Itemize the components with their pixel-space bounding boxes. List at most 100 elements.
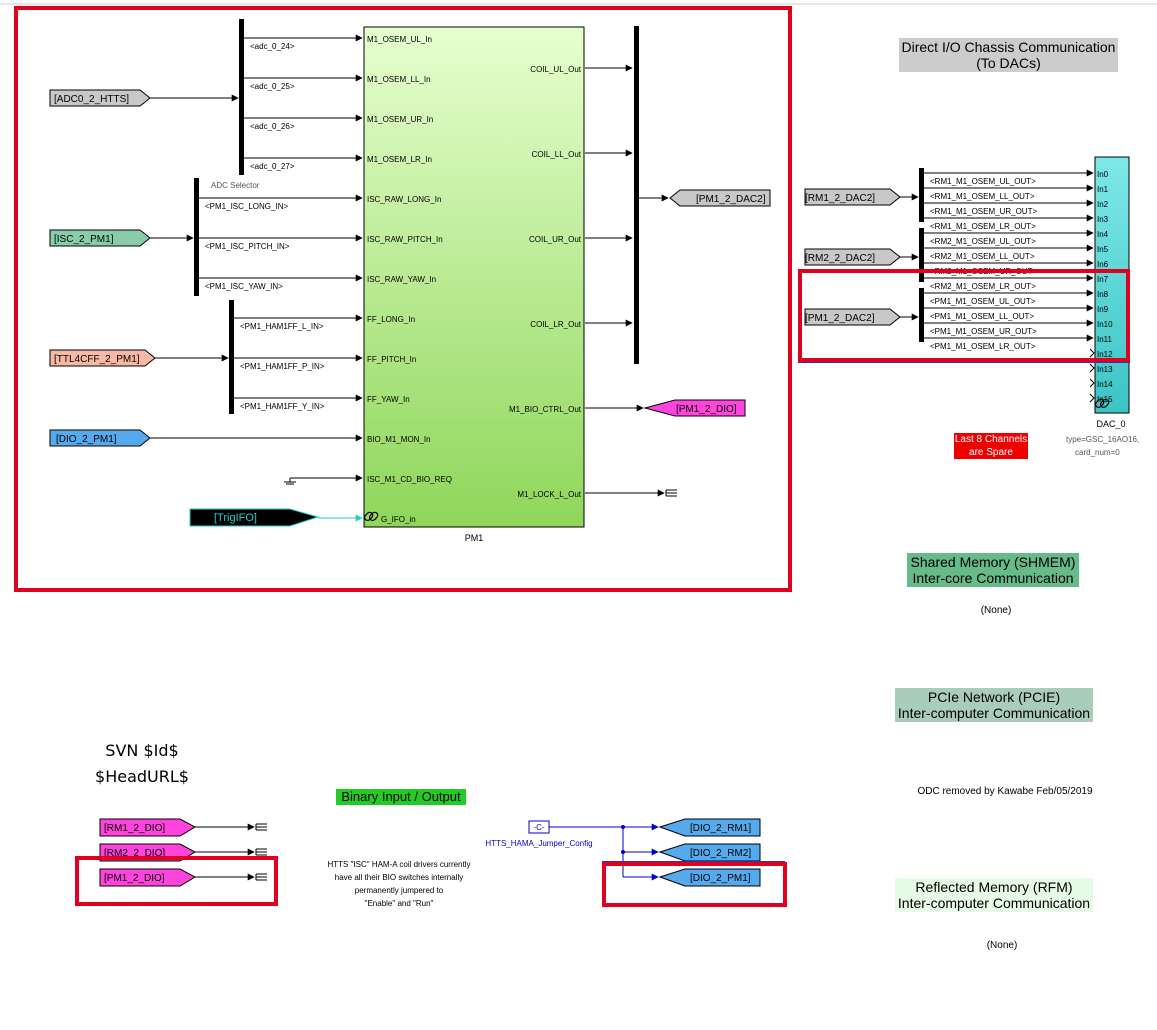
constant-block[interactable]: -C- [528, 820, 550, 834]
from-tag-rm1-dac[interactable]: [RM1_2_DAC2] [804, 188, 901, 206]
pm1-input-port: FF_YAW_In [367, 395, 410, 404]
pm1-output-port: M1_BIO_CTRL_Out [509, 405, 582, 414]
svg-text:[PM1_2_DIO]: [PM1_2_DIO] [676, 404, 737, 415]
highlight-pm1-dio-region [75, 856, 278, 906]
svg-text:[DIO_2_PM1]: [DIO_2_PM1] [56, 434, 117, 445]
from-tag-isc[interactable]: [ISC_2_PM1] [49, 229, 151, 247]
pm1-block[interactable] [363, 26, 585, 528]
svg-text:[PM1_2_DAC2]: [PM1_2_DAC2] [696, 194, 766, 205]
rm1-dac-selector[interactable] [919, 168, 924, 222]
goto-tag-dio-rm1[interactable]: [DIO_2_RM1] [658, 818, 761, 837]
goto-tag-dio-rm2[interactable]: [DIO_2_RM2] [658, 843, 761, 862]
terminator-icon [255, 823, 267, 881]
goto-tag-dac[interactable]: [PM1_2_DAC2] [669, 189, 771, 207]
dac-port: In12 [1097, 350, 1113, 359]
highlight-pm1-region [14, 6, 792, 592]
dac-port: In14 [1097, 380, 1113, 389]
pm1-output-port: COIL_LR_Out [530, 320, 581, 329]
dac-port: In8 [1097, 290, 1109, 299]
ff-signal-label: <PM1_HAM1FF_P_IN> [240, 362, 325, 371]
from-tag-trig[interactable]: [TrigIFO] [189, 508, 320, 527]
dac-signal-label: <PM1_M1_OSEM_UL_OUT> [930, 297, 1036, 306]
adc-signal-label: <adc_0_27> [250, 162, 295, 171]
svg-text:[TTL4CFF_2_PM1]: [TTL4CFF_2_PM1] [54, 354, 140, 365]
pm1-output-port: COIL_UR_Out [529, 235, 582, 244]
svg-text:[ADC0_2_HTTS]: [ADC0_2_HTTS] [54, 94, 129, 105]
htts-note: HTTS "ISC" HAM-A coil drivers currently … [327, 860, 470, 908]
pm1-input-port: BIO_M1_MON_In [367, 435, 431, 444]
isc-bus-selector[interactable] [194, 178, 199, 296]
isc-signal-label: <PM1_ISC_PITCH_IN> [205, 242, 290, 251]
pm1-input-port: ISC_RAW_LONG_In [367, 195, 441, 204]
adc-signal-label: <adc_0_25> [250, 82, 295, 91]
dac-signal-lines: <RM1_M1_OSEM_UL_OUT> <RM1_M1_OSEM_LL_OUT… [924, 169, 1094, 351]
from-tag-rm2-dac[interactable]: [RM2_2_DAC2] [804, 248, 901, 266]
pm1-input-port: M1_OSEM_UL_In [367, 35, 432, 44]
svg-text:[RM1_2_DAC2]: [RM1_2_DAC2] [805, 193, 875, 204]
odc-note: ODC removed by Kawabe Feb/05/2019 [917, 786, 1093, 797]
svg-text:[RM2_2_DIO]: [RM2_2_DIO] [104, 848, 165, 859]
highlight-dio-pm1-region [602, 862, 787, 907]
adc-signal-label: <adc_0_24> [250, 42, 295, 51]
svg-text:[RM1_2_DIO]: [RM1_2_DIO] [104, 823, 165, 834]
pm1-input-ports: M1_OSEM_UL_In M1_OSEM_LL_In M1_OSEM_UR_I… [367, 35, 452, 524]
dac-signal-label: <RM1_M1_OSEM_UL_OUT> [930, 177, 1036, 186]
shmem-value: (None) [980, 605, 1012, 616]
isc-signal-label: <PM1_ISC_LONG_IN> [205, 202, 288, 211]
pm1-output-port: COIL_UL_Out [530, 65, 581, 74]
highlight-pm1-dac-region [798, 269, 1130, 362]
dac-block-name: DAC_0 [1096, 419, 1125, 429]
dac-signal-label: <PM1_M1_OSEM_LR_OUT> [930, 342, 1036, 351]
dac-port: In3 [1097, 215, 1109, 224]
dac-block[interactable] [1094, 156, 1130, 414]
dac-signal-label: <PM1_M1_OSEM_LL_OUT> [930, 312, 1034, 321]
goto-tag-dio[interactable]: [PM1_2_DIO] [643, 399, 746, 417]
binary-io-title: Binary Input / Output [336, 789, 466, 805]
adc-bus-selector[interactable] [239, 19, 244, 175]
terminator-icon [665, 489, 677, 497]
dac-port: In1 [1097, 185, 1109, 194]
dac-port: In11 [1097, 335, 1113, 344]
dac-port: In5 [1097, 245, 1109, 254]
ff-bus-selector[interactable] [229, 300, 234, 414]
rfm-section-title: Reflected Memory (RFM) Inter-computer Co… [895, 878, 1093, 912]
goto-tag-pm1-dio[interactable]: [PM1_2_DIO] [99, 868, 197, 887]
from-tag-adc[interactable]: [ADC0_2_HTTS] [49, 89, 151, 107]
ff-signal-label: <PM1_HAM1FF_L_IN> [240, 322, 324, 331]
pm1-input-port: M1_OSEM_UR_In [367, 115, 433, 124]
svg-text:[RM2_2_DAC2]: [RM2_2_DAC2] [805, 253, 875, 264]
goto-tag-dio-pm1[interactable]: [DIO_2_PM1] [658, 868, 761, 887]
pm1-block-name: PM1 [465, 533, 484, 543]
isc-signal-lines: <PM1_ISC_LONG_IN> <PM1_ISC_PITCH_IN> <PM… [199, 194, 363, 291]
dac-signal-label: <PM1_M1_OSEM_UR_OUT> [930, 327, 1037, 336]
rfm-value: (None) [986, 940, 1018, 951]
dac-port: In9 [1097, 305, 1109, 314]
ground-icon [284, 474, 363, 485]
coil-bus-creator[interactable] [634, 26, 639, 364]
svg-text:[TrigIFO]: [TrigIFO] [214, 512, 257, 524]
dac-card-num: card_num=0 [1075, 448, 1120, 457]
dac-port: In2 [1097, 200, 1109, 209]
dac-port: In7 [1097, 275, 1109, 284]
from-tag-dio[interactable]: [DIO_2_PM1] [49, 429, 151, 447]
pm1-input-port: M1_OSEM_LR_In [367, 155, 432, 164]
rm2-dac-selector[interactable] [919, 228, 924, 282]
svg-text:[PM1_2_DAC2]: [PM1_2_DAC2] [805, 313, 875, 324]
dac-signal-label: <RM2_M1_OSEM_LR_OUT> [930, 282, 1036, 291]
pm1-output-port: COIL_LL_Out [532, 150, 582, 159]
from-tag-pm1-dac[interactable]: [PM1_2_DAC2] [804, 308, 901, 326]
goto-tag-rm1-dio[interactable]: [RM1_2_DIO] [99, 818, 197, 837]
pm1-dac-selector[interactable] [919, 288, 924, 342]
pm1-input-port: ISC_RAW_PITCH_In [367, 235, 443, 244]
svg-text:permanently jumpered to: permanently jumpered to [355, 886, 444, 895]
pm1-input-port: ISC_RAW_YAW_In [367, 275, 436, 284]
link-icon [1094, 398, 1110, 409]
svn-annotation: SVN $Id$ $HeadURL$ [95, 741, 189, 786]
from-tag-ttl[interactable]: [TTL4CFF_2_PM1] [49, 349, 156, 367]
pm1-input-port: FF_LONG_In [367, 315, 415, 324]
dac-signal-label: <RM1_M1_OSEM_UR_OUT> [930, 207, 1037, 216]
pm1-input-port: FF_PITCH_In [367, 355, 416, 364]
ff-signal-label: <PM1_HAM1FF_Y_IN> [240, 402, 325, 411]
dac-signal-label: <RM2_M1_OSEM_LL_OUT> [930, 252, 1035, 261]
adc-signal-label: <adc_0_26> [250, 122, 295, 131]
